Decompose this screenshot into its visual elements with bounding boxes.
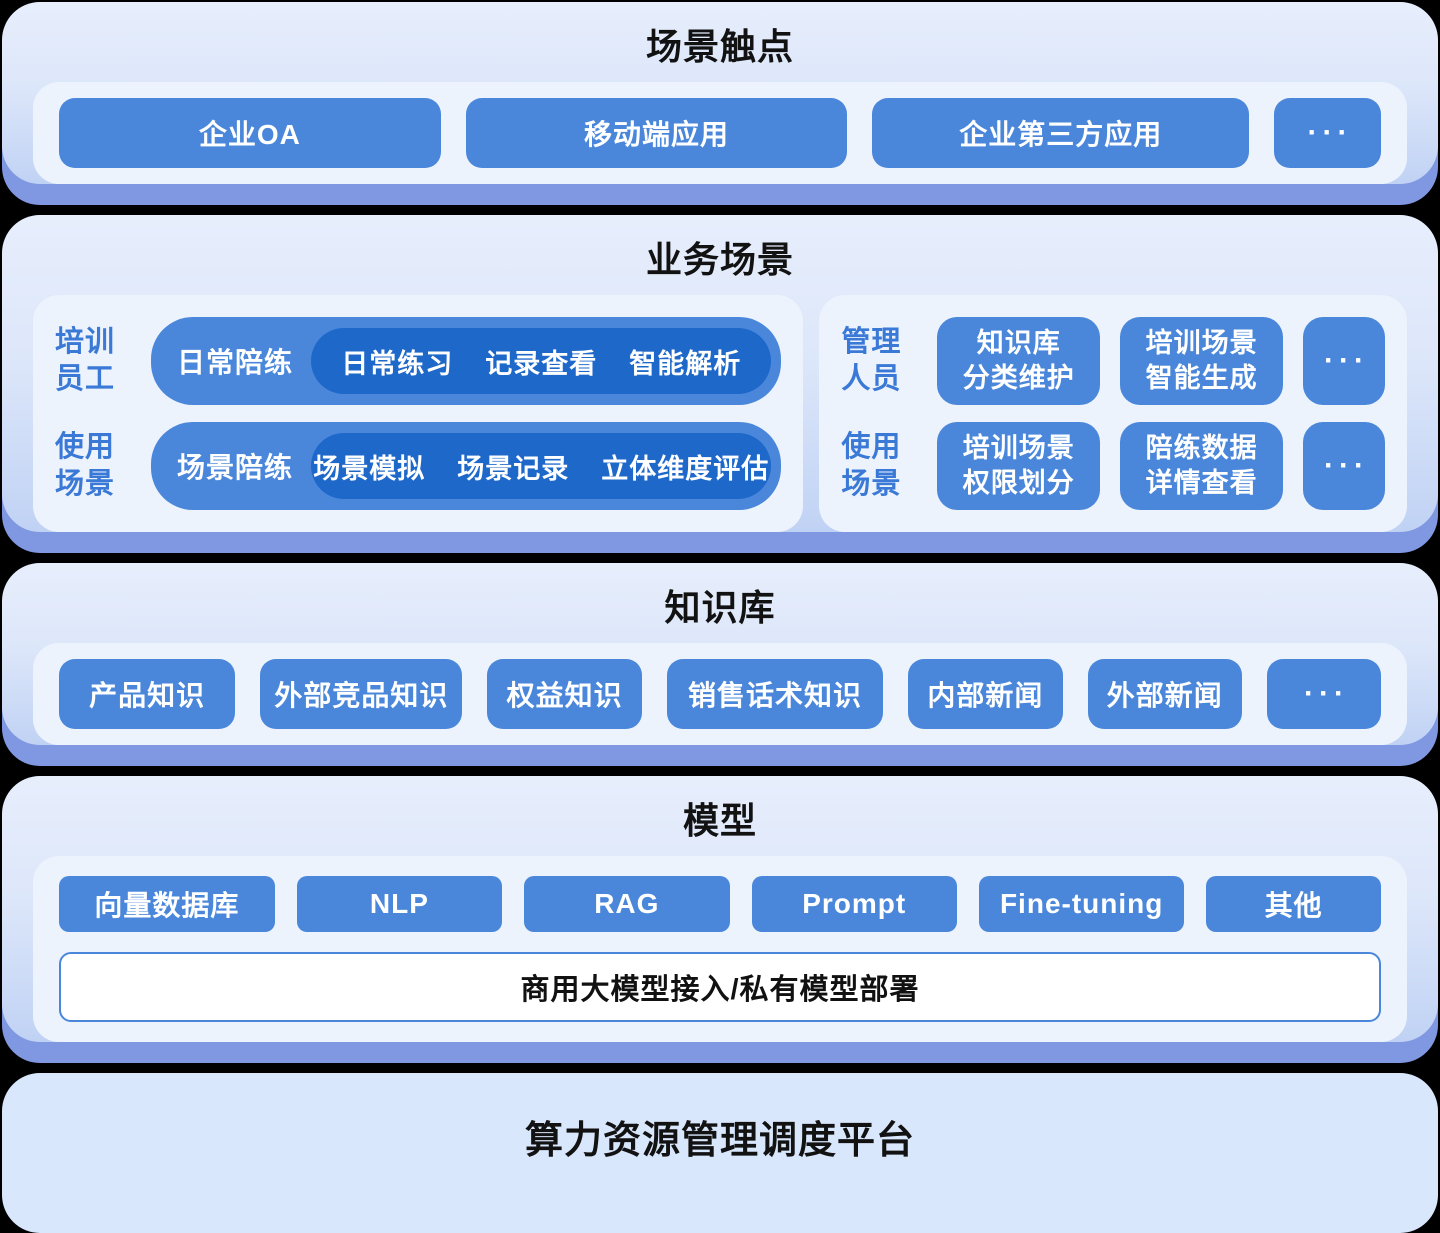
- product-knowledge-button[interactable]: 产品知识: [59, 659, 236, 729]
- admin-label-bottom: 使用 场景: [841, 430, 902, 500]
- smart-analysis-item[interactable]: 智能解析: [629, 348, 742, 379]
- other-model-button[interactable]: 其他: [1206, 876, 1381, 932]
- data-detail-line2: 详情查看: [1145, 468, 1258, 498]
- section-knowledge-base: 知识库 产品知识 外部竞品知识 权益知识 销售话术知识 内部新闻 外部新闻 ··…: [2, 563, 1438, 766]
- daily-training-row: 培训 员工 日常陪练 日常练习 记录查看 智能解析: [55, 317, 782, 405]
- prompt-button[interactable]: Prompt: [751, 876, 957, 932]
- sales-script-knowledge-button[interactable]: 销售话术知识: [666, 659, 884, 729]
- scene-permission-line2: 权限划分: [962, 468, 1075, 498]
- scene-generate-line2: 智能生成: [1145, 363, 1258, 393]
- ellipsis-icon: ···: [1324, 449, 1369, 482]
- kb-category-line1: 知识库: [976, 327, 1061, 358]
- daily-practice-item[interactable]: 日常练习: [341, 348, 454, 379]
- record-view-item[interactable]: 记录查看: [485, 348, 598, 379]
- daily-training-items: 日常练习 记录查看 智能解析: [311, 328, 772, 394]
- scene-smart-generate-button[interactable]: 培训场景 智能生成: [1120, 317, 1284, 405]
- daily-training-tag: 日常陪练: [177, 347, 294, 378]
- ellipsis-icon: ···: [1307, 116, 1353, 149]
- section-compute-platform: 算力资源管理调度平台: [2, 1073, 1438, 1233]
- admin-panel: 管理 人员 知识库 分类维护 培训场景 智能生成 ···: [819, 295, 1407, 532]
- external-news-button[interactable]: 外部新闻: [1087, 659, 1242, 729]
- ellipsis-icon: ···: [1303, 677, 1349, 710]
- knowledge-panel: 产品知识 外部竞品知识 权益知识 销售话术知识 内部新闻 外部新闻 ···: [33, 643, 1407, 745]
- section-touchpoints: 场景触点 企业OA 移动端应用 企业第三方应用 ···: [2, 2, 1438, 205]
- scene-permission-button[interactable]: 培训场景 权限划分: [937, 422, 1101, 510]
- scene-simulation-item[interactable]: 场景模拟: [313, 453, 426, 484]
- trainee-panel: 培训 员工 日常陪练 日常练习 记录查看 智能解析 使用 场景: [33, 295, 804, 532]
- admin-row-2: 使用 场景 培训场景 权限划分 陪练数据 详情查看 ···: [841, 422, 1386, 510]
- business-panels: 培训 员工 日常陪练 日常练习 记录查看 智能解析 使用 场景: [33, 295, 1407, 532]
- touchpoint-button-enterprise-oa[interactable]: 企业OA: [59, 98, 441, 168]
- scene-record-item[interactable]: 场景记录: [457, 453, 570, 484]
- kb-category-line2: 分类维护: [962, 363, 1075, 393]
- touchpoints-title: 场景触点: [645, 26, 794, 67]
- trainee-label-bottom: 使用 场景: [55, 430, 116, 500]
- nlp-button[interactable]: NLP: [296, 876, 503, 932]
- admin-row1-more-button[interactable]: ···: [1303, 317, 1386, 405]
- model-title: 模型: [682, 800, 757, 841]
- touchpoint-button-third-party-app[interactable]: 企业第三方应用: [872, 98, 1250, 168]
- section-model: 模型 向量数据库 NLP RAG Prompt Fine-tuning 其他 商…: [2, 776, 1438, 1063]
- training-data-detail-button[interactable]: 陪练数据 详情查看: [1120, 422, 1284, 510]
- touchpoints-panel: 企业OA 移动端应用 企业第三方应用 ···: [33, 82, 1407, 184]
- admin-label-top: 管理 人员: [841, 325, 902, 395]
- multi-dimension-eval-item[interactable]: 立体维度评估: [601, 453, 770, 484]
- scene-permission-line1: 培训场景: [962, 432, 1075, 463]
- internal-news-button[interactable]: 内部新闻: [908, 659, 1063, 729]
- section-business-scenes: 业务场景 培训 员工 日常陪练 日常练习 记录查看 智能解析: [2, 215, 1438, 553]
- touchpoints-more-button[interactable]: ···: [1274, 98, 1382, 168]
- knowledge-title: 知识库: [664, 587, 776, 628]
- knowledge-more-button[interactable]: ···: [1266, 659, 1381, 729]
- scene-generate-line1: 培训场景: [1145, 327, 1258, 358]
- daily-training-pill[interactable]: 日常陪练 日常练习 记录查看 智能解析: [151, 317, 782, 405]
- platform-title: 算力资源管理调度平台: [524, 1120, 915, 1162]
- benefit-knowledge-button[interactable]: 权益知识: [487, 659, 642, 729]
- vector-db-button[interactable]: 向量数据库: [59, 876, 275, 932]
- data-detail-line1: 陪练数据: [1145, 432, 1258, 463]
- ellipsis-icon: ···: [1324, 344, 1369, 377]
- scene-training-items: 场景模拟 场景记录 立体维度评估: [311, 433, 772, 499]
- competitor-knowledge-button[interactable]: 外部竞品知识: [260, 659, 463, 729]
- admin-row2-more-button[interactable]: ···: [1303, 422, 1386, 510]
- scene-training-row: 使用 场景 场景陪练 场景模拟 场景记录 立体维度评估: [55, 422, 782, 510]
- fine-tuning-button[interactable]: Fine-tuning: [978, 876, 1185, 932]
- rag-button[interactable]: RAG: [524, 876, 730, 932]
- business-title: 业务场景: [645, 239, 794, 280]
- model-access-bar: 商用大模型接入/私有模型部署: [59, 952, 1381, 1022]
- model-panel: 向量数据库 NLP RAG Prompt Fine-tuning 其他 商用大模…: [33, 856, 1407, 1042]
- kb-category-maintain-button[interactable]: 知识库 分类维护: [937, 317, 1101, 405]
- admin-row-1: 管理 人员 知识库 分类维护 培训场景 智能生成 ···: [841, 317, 1386, 405]
- scene-training-tag: 场景陪练: [177, 452, 294, 483]
- touchpoint-button-mobile-app[interactable]: 移动端应用: [465, 98, 848, 168]
- model-button-row: 向量数据库 NLP RAG Prompt Fine-tuning 其他: [59, 876, 1381, 932]
- scene-training-pill[interactable]: 场景陪练 场景模拟 场景记录 立体维度评估: [151, 422, 782, 510]
- trainee-label-top: 培训 员工: [55, 325, 116, 395]
